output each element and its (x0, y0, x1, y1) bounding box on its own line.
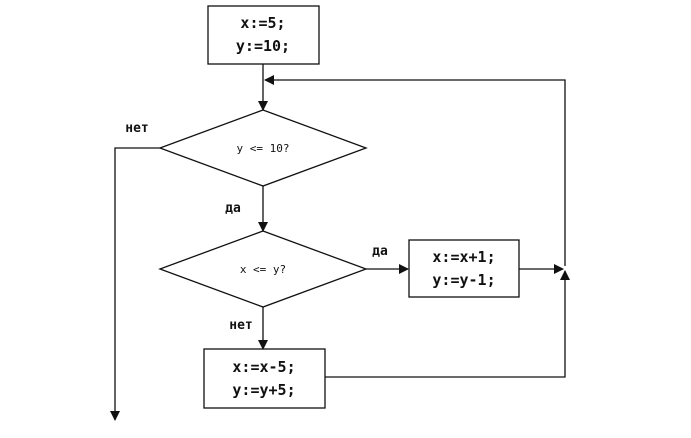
label-outer-no: нет (125, 121, 148, 136)
update-yes-line-2: y:=y-1; (432, 271, 495, 289)
update-yes-line-1: x:=x+1; (432, 248, 495, 266)
loop-return-line (264, 75, 566, 266)
label-outer-yes: да (225, 201, 241, 216)
outer-condition: y <= 10? (237, 142, 290, 155)
init-block (207, 5, 320, 65)
update-no-block (203, 348, 326, 409)
inner-condition: x <= y? (240, 263, 286, 276)
label-inner-no: нет (229, 318, 252, 333)
update-no-line-1: x:=x-5; (232, 358, 295, 376)
arrow-outer-no-exit (110, 147, 160, 421)
init-line-1: x:=5; (240, 14, 285, 32)
init-line-2: y:=10; (236, 37, 290, 55)
label-inner-yes: да (372, 244, 388, 259)
arrow-no-to-loop (325, 270, 570, 378)
update-yes-block (408, 239, 520, 298)
update-no-line-2: y:=y+5; (232, 381, 295, 399)
